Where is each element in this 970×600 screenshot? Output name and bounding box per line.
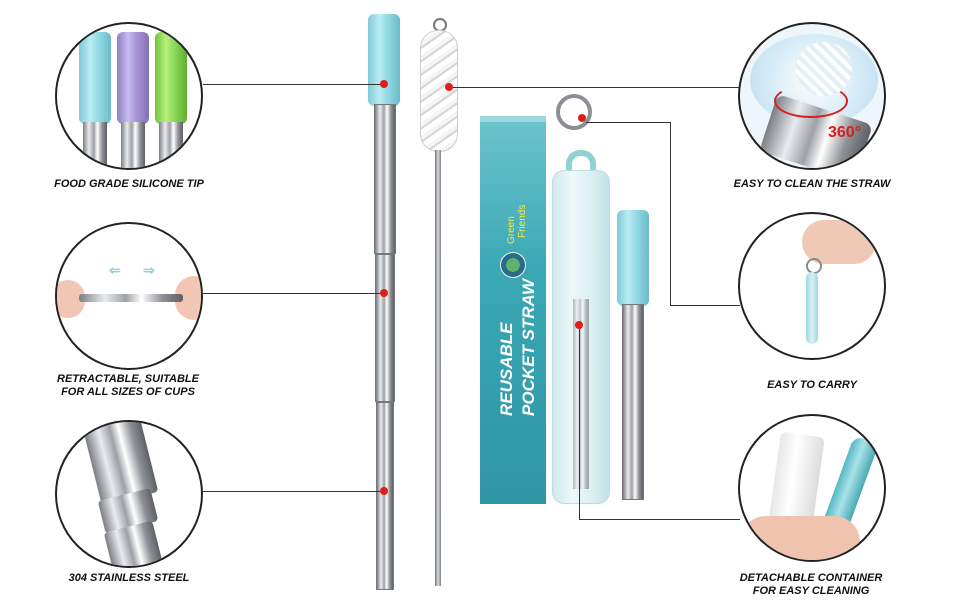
straw-segment-3 [376,402,394,590]
callout-dot-container [575,321,583,329]
retractable-caption-line2: FOR ALL SIZES OF CUPS [61,386,195,398]
callout-line-carry-v [670,122,671,306]
brand-line1: Green [506,216,517,244]
box-top-edge [480,116,546,122]
callout-line-clean [453,87,740,88]
callout-dot-carry [578,114,586,122]
brand-line2: Friends [517,204,528,238]
green-silicone-tip [155,32,187,124]
container-caption-line1: DETACHABLE CONTAINER [739,572,883,584]
case-hang-loop [566,150,596,176]
callout-line-retractable [203,293,385,294]
main-silicone-tip [368,14,400,106]
box-title-line1: REUSABLE [497,322,516,416]
pocket-case-mini [806,272,818,344]
callout-dot-silicone [380,80,388,88]
silicone-tip-caption: FOOD GRADE SILICONE TIP [54,178,204,190]
straw-segment-1 [374,104,396,254]
extended-straw [79,294,183,302]
cleaning-closeup: 360° [738,22,886,170]
container-closeup [738,414,886,562]
arrow-right-icon: ⇒ [143,262,155,278]
stainless-steel-closeup [55,420,203,568]
callout-line-container-v [579,329,580,519]
callout-line-silicone [203,84,385,85]
callout-dot-retractable [380,289,388,297]
carry-caption: EASY TO CARRY [767,379,857,391]
arrow-left-icon: ⇐ [109,262,121,278]
collapsed-straw-tube [622,304,644,500]
clean-caption: EASY TO CLEAN THE STRAW [733,178,891,190]
callout-dot-clean [445,83,453,91]
silicone-tip-closeup [55,22,203,170]
purple-silicone-tip [117,32,149,124]
callout-line-steel [203,491,385,492]
brush-head-icon [420,30,458,152]
straw-inside-case [573,299,589,489]
callout-line-carry-h2 [670,305,740,306]
container-caption-line2: FOR EASY CLEANING [752,585,870,597]
product-box: Green Friends REUSABLE POCKET STRAW [480,116,546,504]
callout-dot-steel [380,487,388,495]
box-title-line2: POCKET STRAW [519,279,538,416]
brush-handle [435,150,441,586]
rotation-badge: 360° [828,124,862,141]
blue-silicone-tip [79,32,111,124]
rotation-arc [774,84,848,118]
steel-tube [159,122,183,168]
fingers [802,220,876,264]
pocket-case [552,170,610,504]
callout-line-container-h [579,519,740,520]
steel-caption: 304 STAINLESS STEEL [68,572,190,584]
callout-line-carry-h1 [586,122,670,123]
keyring-icon [556,94,592,130]
brand-logo-icon [500,252,526,278]
retractable-closeup: ⇐ ⇒ [55,222,203,370]
carry-closeup [738,212,886,360]
steel-tube [83,122,107,168]
box-title: REUSABLE POCKET STRAW [496,279,540,416]
brand-name: Green Friends [506,205,528,244]
straw-segment-2 [375,254,395,402]
collapsed-silicone-tip [617,210,649,306]
retractable-caption-line1: RETRACTABLE, SUITABLE [57,373,199,385]
steel-tube [121,122,145,168]
hand [740,516,860,560]
